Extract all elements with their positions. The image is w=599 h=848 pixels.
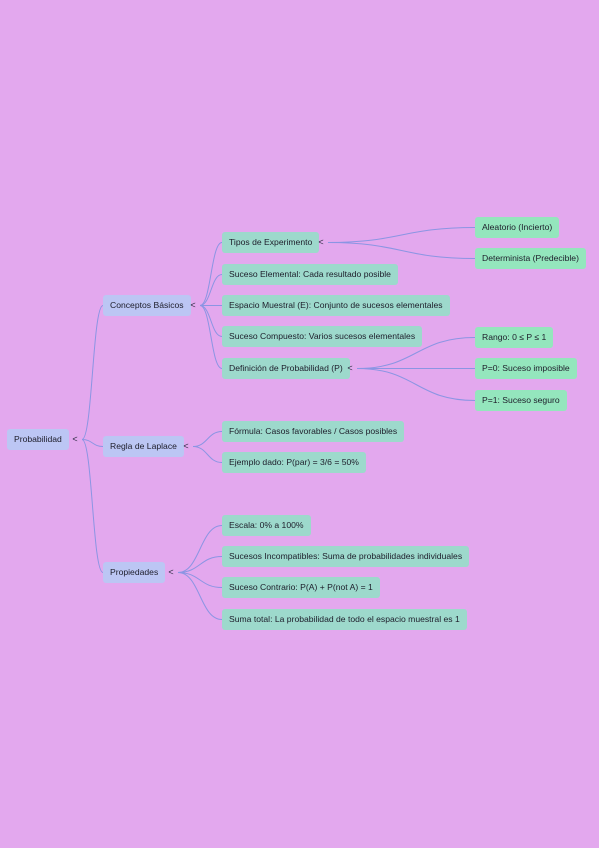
connector-propiedades-to-escala xyxy=(177,525,223,573)
collapse-toggle-conceptos-basicos[interactable]: < xyxy=(190,300,196,310)
collapse-toggle-regla-de-laplace[interactable]: < xyxy=(183,441,189,451)
connector-propiedades-to-suceso-contrario xyxy=(177,572,223,588)
node-espacio-muestral[interactable]: Espacio Muestral (E): Conjunto de suceso… xyxy=(222,295,450,316)
connector-probabilidad-to-conceptos-basicos xyxy=(81,305,104,440)
node-rango[interactable]: Rango: 0 ≤ P ≤ 1 xyxy=(475,327,554,348)
node-suma-total[interactable]: Suma total: La probabilidad de todo el e… xyxy=(222,609,467,630)
connector-definicion-probabilidad-to-p-uno xyxy=(356,368,476,401)
connector-propiedades-to-sucesos-incompatibles xyxy=(177,556,223,573)
connector-probabilidad-to-regla-de-laplace xyxy=(81,439,104,447)
collapse-toggle-probabilidad[interactable]: < xyxy=(72,434,78,444)
node-escala[interactable]: Escala: 0% a 100% xyxy=(222,515,311,536)
node-conceptos-basicos[interactable]: Conceptos Básicos xyxy=(103,295,191,316)
connector-tipos-de-experimento-to-aleatorio xyxy=(327,227,476,243)
connector-conceptos-basicos-to-suceso-elemental xyxy=(199,274,223,306)
node-formula-laplace[interactable]: Fórmula: Casos favorables / Casos posibl… xyxy=(222,421,405,442)
connector-probabilidad-to-propiedades xyxy=(81,439,104,573)
node-p-uno[interactable]: P=1: Suceso seguro xyxy=(475,390,567,411)
node-suceso-elemental[interactable]: Suceso Elemental: Cada resultado posible xyxy=(222,264,398,285)
collapse-toggle-propiedades[interactable]: < xyxy=(168,567,174,577)
node-probabilidad[interactable]: Probabilidad xyxy=(7,429,69,450)
node-tipos-de-experimento[interactable]: Tipos de Experimento xyxy=(222,232,320,253)
node-ejemplo-dado[interactable]: Ejemplo dado: P(par) = 3/6 = 50% xyxy=(222,452,366,473)
connector-tipos-de-experimento-to-determinista xyxy=(327,242,476,259)
connector-conceptos-basicos-to-tipos-de-experimento xyxy=(199,242,223,306)
node-aleatorio[interactable]: Aleatorio (Incierto) xyxy=(475,217,560,238)
collapse-toggle-tipos-de-experimento[interactable]: < xyxy=(318,237,324,247)
node-propiedades[interactable]: Propiedades xyxy=(103,562,166,583)
connector-conceptos-basicos-to-suceso-compuesto xyxy=(199,305,223,337)
node-definicion-probabilidad[interactable]: Definición de Probabilidad (P) xyxy=(222,358,350,379)
connector-conceptos-basicos-to-definicion-probabilidad xyxy=(199,305,223,369)
node-p-cero[interactable]: P=0: Suceso imposible xyxy=(475,358,577,379)
node-suceso-contrario[interactable]: Suceso Contrario: P(A) + P(not A) = 1 xyxy=(222,577,380,598)
connector-regla-de-laplace-to-formula-laplace xyxy=(192,431,223,447)
node-determinista[interactable]: Determinista (Predecible) xyxy=(475,248,586,269)
node-suceso-compuesto[interactable]: Suceso Compuesto: Varios sucesos element… xyxy=(222,326,423,347)
collapse-toggle-definicion-probabilidad[interactable]: < xyxy=(347,363,353,373)
node-sucesos-incompatibles[interactable]: Sucesos Incompatibles: Suma de probabili… xyxy=(222,546,470,567)
connector-propiedades-to-suma-total xyxy=(177,572,223,620)
node-regla-de-laplace[interactable]: Regla de Laplace xyxy=(103,436,184,457)
connector-regla-de-laplace-to-ejemplo-dado xyxy=(192,446,223,463)
